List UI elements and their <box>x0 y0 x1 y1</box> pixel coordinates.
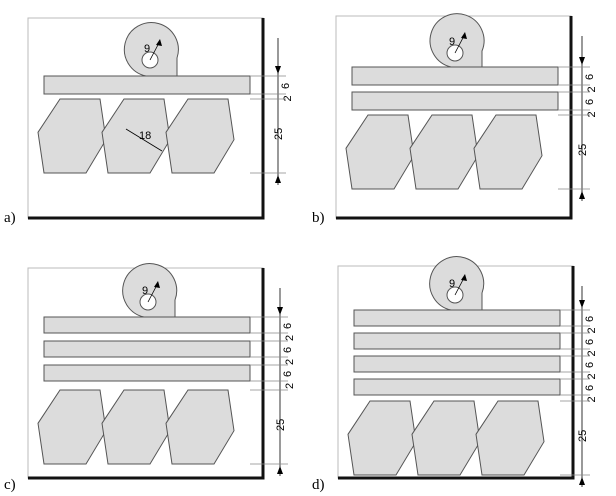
gap-label: 2 <box>586 373 598 379</box>
panel-d: 9 6 2 6 2 6 2 6 2 25 d) <box>312 256 598 493</box>
radius-arrowhead <box>156 39 162 46</box>
radius-arrowhead <box>461 32 467 39</box>
bar-height-label: 6 <box>584 362 596 368</box>
panel-label: c) <box>4 477 16 493</box>
strip-segment <box>165 98 235 174</box>
dimension-arrow-top <box>277 307 283 315</box>
panel-b: 9 6 2 6 2 25 b) <box>312 13 598 226</box>
gap-label: 2 <box>586 396 598 402</box>
spacing-label: 18 <box>139 130 151 142</box>
roll-loop <box>123 22 179 77</box>
base-height-label: 25 <box>577 430 589 442</box>
strip-segment <box>37 98 107 174</box>
roll-radius-label: 9 <box>144 43 150 55</box>
spacing-dimension-line <box>125 128 163 152</box>
roll-radius-label: 9 <box>449 278 455 290</box>
layer-bar <box>43 340 251 358</box>
bar-height-label: 6 <box>282 323 294 329</box>
strip-segment <box>165 389 235 465</box>
roll-loop <box>122 263 178 318</box>
strip-segment <box>101 98 171 174</box>
panel-a: 9 18 6 2 25 a) <box>4 17 294 226</box>
layer-bar <box>353 378 561 396</box>
panel-c: 9 6 2 6 2 6 2 25 c) <box>4 263 296 493</box>
panel-label: b) <box>312 210 325 226</box>
layer-bar <box>353 332 561 350</box>
layer-bar <box>43 364 251 382</box>
strip-segment <box>409 114 479 190</box>
bar-height-label: 6 <box>584 316 596 322</box>
layer-bar <box>353 309 561 327</box>
gap-label: 2 <box>586 111 598 117</box>
panel-frame-shadow <box>336 16 573 220</box>
layer-bar <box>353 355 561 373</box>
bar-height-label: 6 <box>584 74 596 80</box>
gap-label: 2 <box>284 383 296 389</box>
roll-radius-label: 9 <box>142 285 148 297</box>
roll-radius-label: 9 <box>449 36 455 48</box>
strip-segment <box>345 114 415 190</box>
layer-bar <box>43 316 251 334</box>
base-height-label: 25 <box>275 419 287 431</box>
radius-arrowhead <box>154 281 160 288</box>
layer-bar <box>43 75 251 95</box>
bar-height-label: 6 <box>584 385 596 391</box>
base-height-label: 25 <box>273 128 285 140</box>
bar-height-label: 6 <box>584 339 596 345</box>
dimension-arrow-top <box>275 66 281 74</box>
panel-frame-shadow <box>338 266 575 480</box>
bar-height-label: 6 <box>584 99 596 105</box>
gap-label: 2 <box>586 350 598 356</box>
bar-height-label: 6 <box>282 371 294 377</box>
gap-label: 2 <box>586 86 598 92</box>
bar-height-label: 6 <box>280 83 292 89</box>
panel-label: d) <box>312 477 325 493</box>
dimension-arrow-bottom <box>579 477 585 485</box>
layer-bar <box>351 91 559 111</box>
dimension-arrow-bottom <box>275 175 281 183</box>
panel-frame-shadow <box>28 18 265 220</box>
panel-label: a) <box>4 210 16 226</box>
gap-label: 2 <box>586 327 598 333</box>
strip-segment <box>411 400 481 476</box>
dimension-arrow-top <box>579 57 585 65</box>
roll-loop <box>429 256 485 311</box>
strip-segment <box>475 400 545 476</box>
roll-loop <box>429 13 485 68</box>
gap-label: 2 <box>284 335 296 341</box>
panel-frame-shadow <box>28 268 265 480</box>
layer-bar <box>351 66 559 86</box>
strip-segment <box>473 114 543 190</box>
dimension-arrow-bottom <box>579 191 585 199</box>
strip-segment <box>37 389 107 465</box>
bar-height-label: 6 <box>282 347 294 353</box>
strip-segment <box>347 400 417 476</box>
strip-segment <box>101 389 171 465</box>
dimension-arrow-bottom <box>277 466 283 474</box>
dimension-arrow-top <box>579 300 585 308</box>
radius-arrowhead <box>461 274 467 281</box>
gap-label: 2 <box>282 95 294 101</box>
base-height-label: 25 <box>577 144 589 156</box>
gap-label: 2 <box>284 359 296 365</box>
